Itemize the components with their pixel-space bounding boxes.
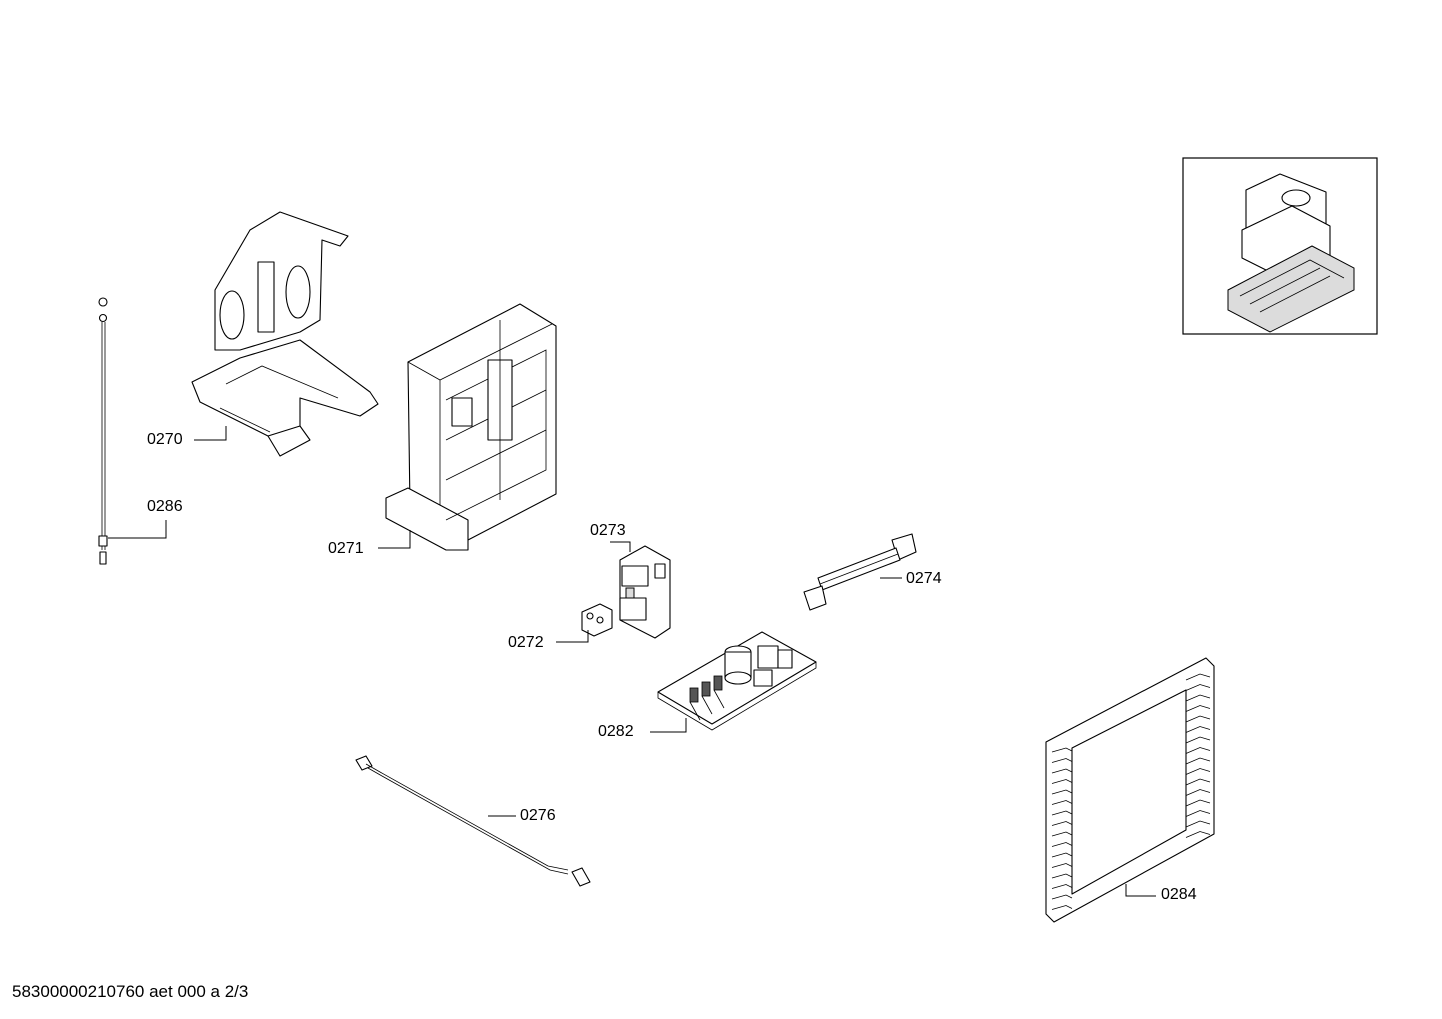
part-label-0284: 0284 xyxy=(1161,886,1197,903)
grille-slat xyxy=(1185,789,1211,796)
grille-slat xyxy=(1051,873,1073,879)
grille-slat xyxy=(1185,778,1211,786)
part-0282-pcb-drawing xyxy=(657,631,817,731)
grille-slat xyxy=(1051,768,1073,774)
grille-slat xyxy=(1051,863,1073,868)
grille-slat xyxy=(1185,757,1211,765)
grille-slat xyxy=(1185,673,1211,681)
grille-slat xyxy=(1051,905,1073,910)
part-label-0270: 0270 xyxy=(147,431,183,448)
part-0284-panel-drawing xyxy=(1045,657,1215,923)
part-0276-cable-drawing xyxy=(355,755,591,887)
grille-slat xyxy=(1185,799,1211,807)
part-label-0274: 0274 xyxy=(906,570,942,587)
grille-slat xyxy=(1051,884,1073,889)
grille-slat xyxy=(1185,726,1211,733)
leader-lines xyxy=(108,426,1156,897)
grille-slat xyxy=(1051,747,1073,753)
grille-slat xyxy=(1185,831,1211,838)
part-0286-cable-drawing xyxy=(98,297,108,565)
document-code: 58300000210760 aet 000 a 2/3 xyxy=(12,982,249,1001)
part-label-0276: 0276 xyxy=(520,807,556,824)
grille-slat xyxy=(1185,736,1211,744)
grille-slat xyxy=(1185,747,1211,754)
grille-slat xyxy=(1051,842,1073,847)
grille-slat xyxy=(1051,758,1073,763)
part-label-0272: 0272 xyxy=(508,634,544,651)
grille-slat xyxy=(1051,894,1073,900)
part-label-0286: 0286 xyxy=(147,498,183,515)
grille-slat xyxy=(1185,810,1211,817)
overview-inset xyxy=(1182,157,1378,335)
grille-slat xyxy=(1051,831,1073,837)
part-0271-housing-drawing xyxy=(385,303,557,551)
grille-slat xyxy=(1185,694,1211,702)
part-label-0273: 0273 xyxy=(590,522,626,539)
grille-slat xyxy=(1051,810,1073,816)
part-0272-clip-drawing xyxy=(581,603,613,637)
grille-slat xyxy=(1051,779,1073,784)
grille-slat xyxy=(1051,852,1073,858)
grille-slat xyxy=(1051,821,1073,826)
grille-slat xyxy=(1051,800,1073,805)
part-0270-bracket-drawing xyxy=(191,211,379,457)
part-0273-board-drawing xyxy=(619,545,671,639)
part-0274-connector-drawing xyxy=(803,533,917,611)
grille-slat xyxy=(1051,789,1073,795)
grille-slat xyxy=(1185,715,1211,723)
part-label-0282: 0282 xyxy=(598,723,634,740)
grille-slat xyxy=(1185,768,1211,775)
grille-slat xyxy=(1185,705,1211,712)
grille-slat xyxy=(1185,820,1211,828)
part-label-0271: 0271 xyxy=(328,540,364,557)
grille-slat xyxy=(1185,684,1211,691)
